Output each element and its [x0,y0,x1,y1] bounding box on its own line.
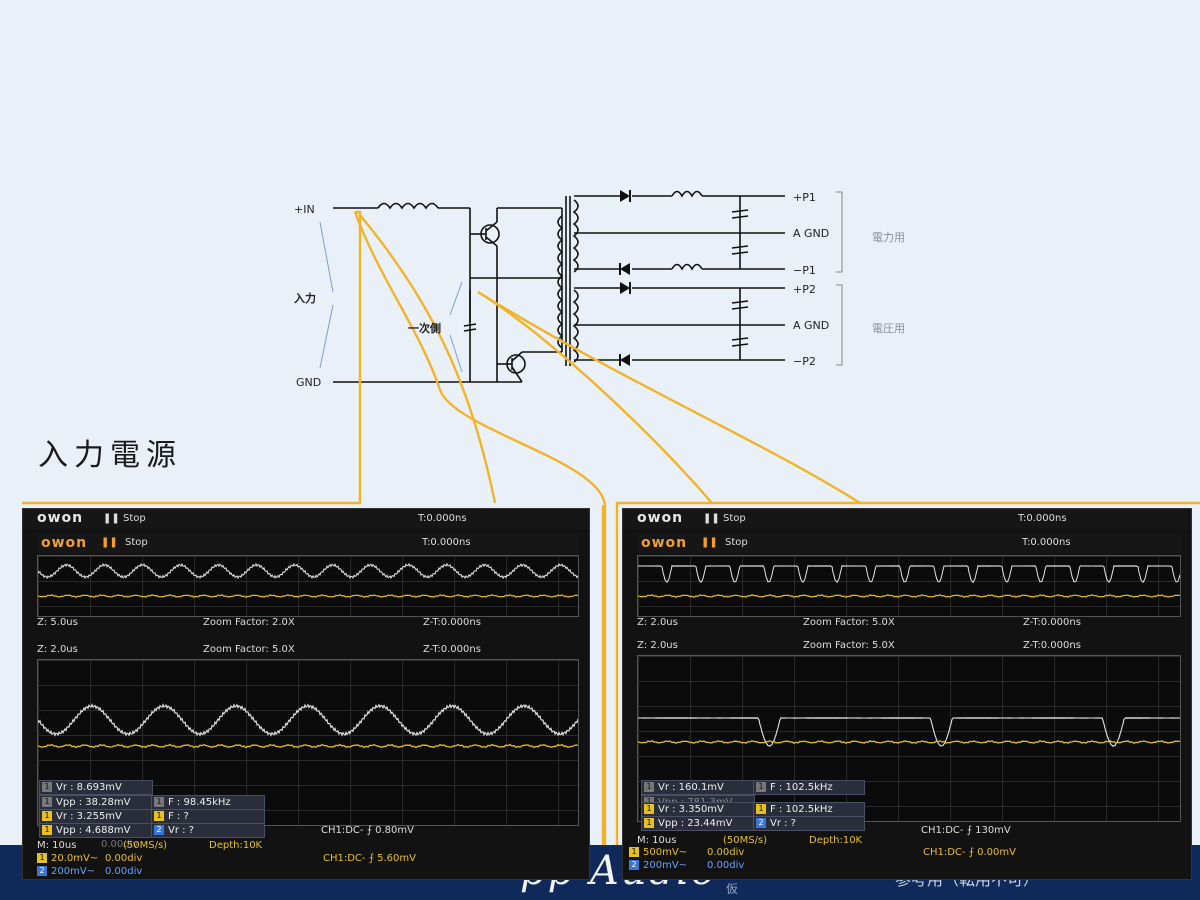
sample-rate: (50MS/s) [123,840,168,851]
label-out-p1: +P1 [793,191,816,204]
zoom-window-1 [37,555,579,617]
trigger-time-inner-right: T:0.000ns [1022,537,1071,548]
version-note: 仮 [726,882,739,896]
zoom2-zt-right: Z-T:0.000ns [1023,640,1081,651]
memory-depth-right: Depth:10K [809,835,863,846]
run-state-inner-right: Stop [725,537,748,548]
owon-logo-inner: owon [41,535,88,551]
trace-ch1 [638,594,1180,598]
trigger-time-right: T:0.000ns [1018,513,1067,524]
label-primary: 一次側 [408,322,441,335]
pause-icon-right: ❚❚ [703,513,720,524]
owon-logo-right: owon [637,510,684,526]
owon-logo: owon [37,510,84,526]
zoom1-z: Z: 5.0us [37,617,78,628]
trace-ch2 [38,562,578,580]
run-state-inner: Stop [125,537,148,548]
ch1-offset: 0.00div [105,853,143,864]
zoom1-z-right: Z: 2.0us [637,617,678,628]
ch1-offset-right: 0.00div [707,847,745,858]
trace-ch2 [638,564,1180,584]
zoom1-zt-right: Z-T:0.000ns [1023,617,1081,628]
zoom1-factor: Zoom Factor: 2.0X [203,617,295,628]
owon-logo-inner-right: owon [641,535,688,551]
ch2-offset-right: 0.00div [707,860,745,871]
label-out-m1: −P1 [793,264,816,277]
label-group-voltage: 電圧用 [872,322,905,335]
label-out-agnd2: A GND [793,319,830,332]
waveform-zoom-2-right [638,716,1180,748]
memory-depth: Depth:10K [209,840,263,851]
trigger-time: T:0.000ns [418,513,467,524]
trace-ch1 [38,743,578,749]
scope-top-bar: owon ❚❚ Stop T:0.000ns [23,509,589,529]
ghost-offset: 0.00div [101,839,139,850]
scope-top-bar-right: owon ❚❚ Stop T:0.000ns [623,509,1191,529]
scope-inner-bar-right: owon ❚❚ Stop T:0.000ns [637,533,1181,553]
label-gnd: GND [296,376,322,389]
trace-ch2 [38,702,578,737]
timebase-right: M: 10us [637,835,677,846]
timebase: M: 10us [37,840,77,851]
label-input: 入力 [294,292,316,305]
label-out-m2: −P2 [793,355,816,368]
pause-icon: ❚❚ [103,513,120,524]
ch1-trigger-top: CH1:DC- ⨍ 0.80mV [321,825,414,836]
ch2-offset: 0.00div [105,866,143,877]
zoom1-factor-right: Zoom Factor: 5.0X [803,617,895,628]
ch1-trigger-right: CH1:DC- ⨍ 0.00mV [923,847,1016,858]
label-out-p2: +P2 [793,283,816,296]
trace-ch1 [38,594,578,598]
ch1-trigger-top-right: CH1:DC- ⨍ 130mV [921,825,1011,836]
sample-rate-right: (50MS/s) [723,835,768,846]
label-plus-in: +IN [294,203,315,216]
oscilloscope-left: owon ❚❚ Stop T:0.000ns owon ❚❚ Stop T:0.… [22,508,590,880]
waveform-zoom-1-right [638,564,1180,598]
zoom1-zt: Z-T:0.000ns [423,617,481,628]
ch1-trigger: CH1:DC- ⨍ 5.60mV [323,853,416,864]
zoom2-factor-right: Zoom Factor: 5.0X [803,640,895,651]
oscilloscope-right: owon ❚❚ Stop T:0.000ns owon ❚❚ Stop T:0.… [622,508,1192,880]
label-out-agnd1: A GND [793,227,830,240]
zoom2-z-right: Z: 2.0us [637,640,678,651]
run-state: Stop [123,513,146,524]
zoom2-factor: Zoom Factor: 5.0X [203,644,295,655]
slide-title: 入力電源 [38,438,182,473]
trace-ch1 [638,739,1180,745]
waveform-zoom-1 [38,562,578,598]
label-group-power: 電力用 [872,231,905,244]
zoom-window-1-right [637,555,1181,617]
trace-ch2 [638,716,1180,748]
zoom2-z: Z: 2.0us [37,644,78,655]
zoom2-zt: Z-T:0.000ns [423,644,481,655]
pause-icon-inner-right: ❚❚ [701,537,718,548]
waveform-zoom-2 [38,702,578,749]
trigger-time-inner: T:0.000ns [422,537,471,548]
scope-inner-bar: owon ❚❚ Stop T:0.000ns [37,533,579,553]
pause-icon-inner: ❚❚ [101,537,118,548]
run-state-right: Stop [723,513,746,524]
